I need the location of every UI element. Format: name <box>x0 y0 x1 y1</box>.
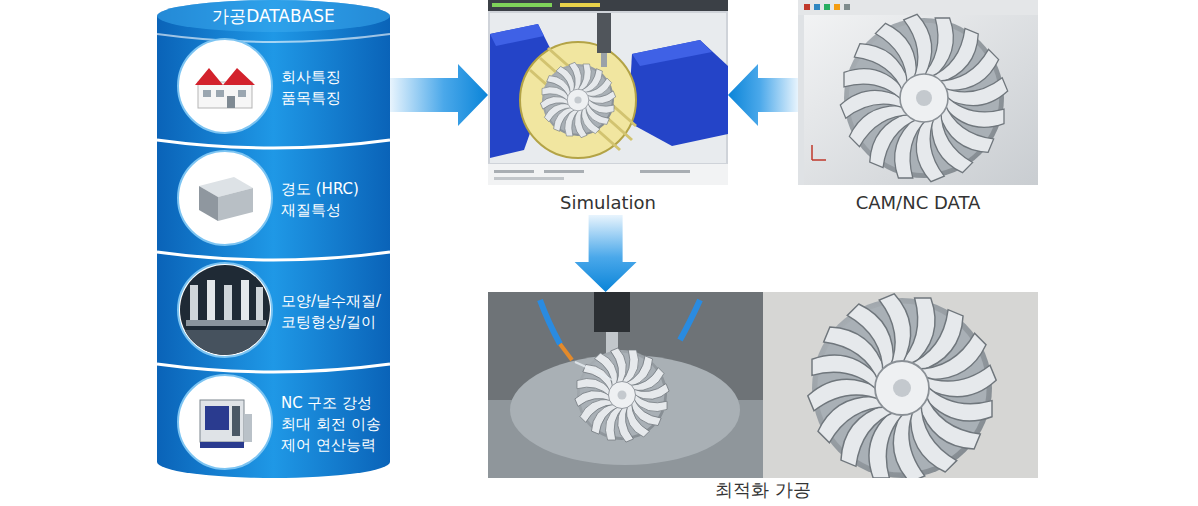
cam-data-panel: CAM/NC DATA <box>798 0 1038 215</box>
band-text: 모양/날수재질/ 코팅형상/길이 <box>281 291 385 333</box>
database-cylinder: 가공DATABASE 회사특징 품목특징경도 (HRC) 재질특성모양/날수재질/… <box>157 0 390 480</box>
database-title: 가공DATABASE <box>157 5 390 27</box>
simulation-panel: Simulation <box>488 0 728 215</box>
flow-arrow <box>728 64 798 126</box>
database-band: 회사특징 품목특징 <box>157 36 390 140</box>
database-band: 경도 (HRC) 재질특성 <box>157 148 390 252</box>
panel-caption: Simulation <box>488 192 728 214</box>
machining-result-panel: 최적화 가공 <box>488 292 1038 502</box>
band-text: NC 구조 강성 최대 회전 이송 제어 연산능력 <box>281 393 385 456</box>
panel-caption: 최적화 가공 <box>488 479 1038 501</box>
flow-arrow <box>390 64 488 126</box>
database-band: NC 구조 강성 최대 회전 이송 제어 연산능력 <box>157 372 390 476</box>
panel-caption: CAM/NC DATA <box>798 192 1038 214</box>
database-band: 모양/날수재질/ 코팅형상/길이 <box>157 260 390 364</box>
band-text: 회사특징 품목특징 <box>281 67 385 109</box>
band-text: 경도 (HRC) 재질특성 <box>281 179 385 221</box>
flow-arrow <box>575 215 637 292</box>
